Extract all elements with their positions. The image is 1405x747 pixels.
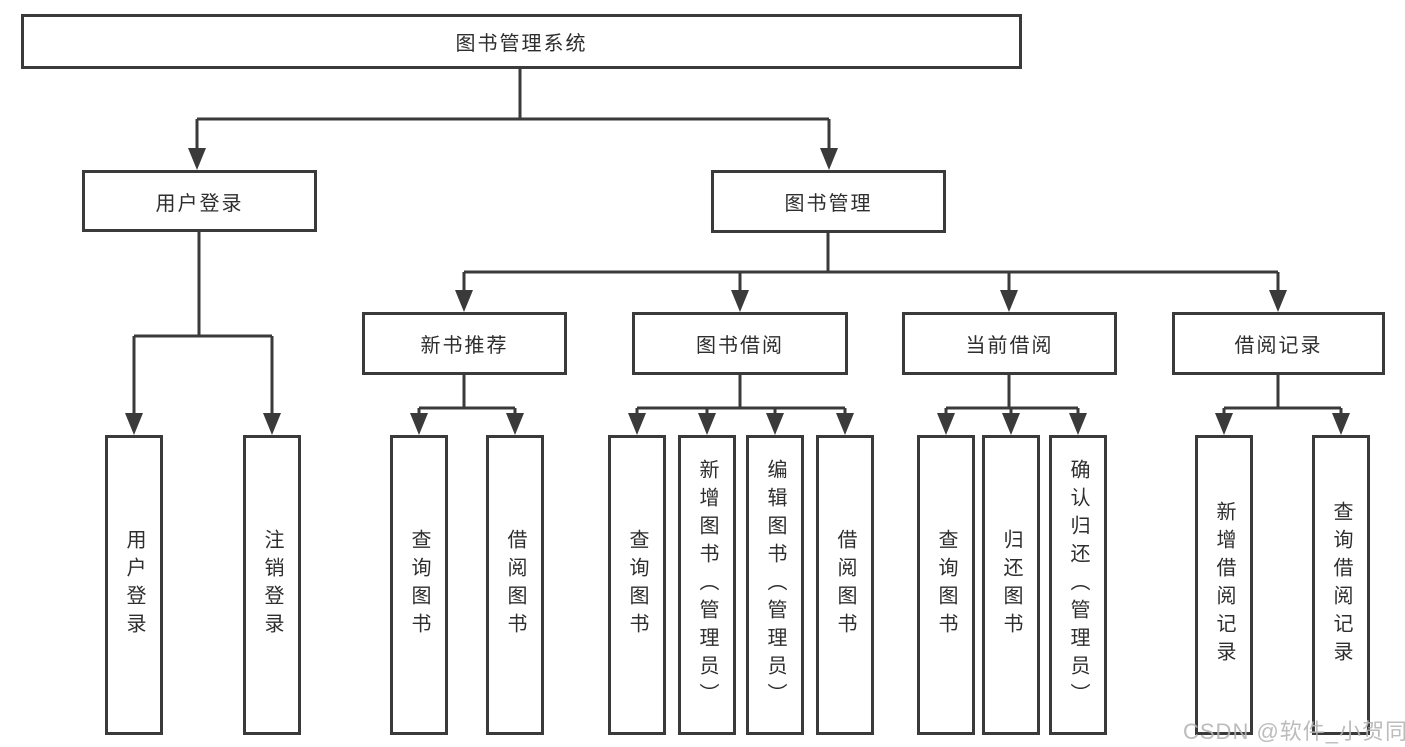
- leaf-query-borrow-record: 查询借阅记录: [1312, 435, 1370, 735]
- arrow-down-icon: [836, 413, 854, 435]
- node-root-library-system: 图书管理系统: [21, 14, 1022, 69]
- edge-book-borrow-to-leaves: [628, 375, 854, 435]
- node-label: 图书管理系统: [455, 33, 588, 55]
- leaf-add-books-admin: 新增图书（管理员）: [678, 435, 736, 735]
- node-label: 新增借阅记录: [1213, 501, 1235, 669]
- leaf-query-books-current: 查询图书: [917, 435, 975, 735]
- arrow-down-icon: [506, 413, 524, 435]
- arrow-down-icon: [125, 413, 143, 435]
- arrow-down-icon: [766, 413, 784, 435]
- arrow-down-icon: [1002, 413, 1020, 435]
- leaf-borrow-books-recommend: 借阅图书: [486, 435, 544, 735]
- edge-book-management-to-level3: [455, 233, 1287, 312]
- arrow-down-icon: [263, 413, 281, 435]
- leaf-user-login: 用户登录: [105, 435, 163, 735]
- node-label: 编辑图书（管理员）: [764, 459, 786, 711]
- node-label: 借阅记录: [1234, 335, 1323, 357]
- node-label: 用户登录: [155, 192, 244, 215]
- node-label: 查询图书: [626, 529, 648, 641]
- edge-user-login-to-leaves: [125, 232, 281, 435]
- leaf-return-books: 归还图书: [982, 435, 1040, 735]
- node-borrow-record: 借阅记录: [1172, 312, 1385, 375]
- node-label: 注销登录: [261, 529, 283, 641]
- arrow-down-icon: [1215, 413, 1233, 435]
- arrow-down-icon: [1332, 413, 1350, 435]
- arrow-down-icon: [1000, 290, 1018, 312]
- arrow-down-icon: [628, 413, 646, 435]
- leaf-logout: 注销登录: [243, 435, 301, 735]
- arrow-down-icon: [820, 148, 838, 170]
- leaf-confirm-return-admin: 确认归还（管理员）: [1049, 435, 1107, 735]
- arrow-down-icon: [410, 413, 428, 435]
- edge-borrow-record-to-leaves: [1215, 375, 1350, 435]
- edge-new-book-recommend-to-leaves: [410, 375, 524, 435]
- node-book-management: 图书管理: [711, 170, 946, 233]
- arrow-down-icon: [1269, 290, 1287, 312]
- arrow-down-icon: [937, 413, 955, 435]
- leaf-query-books-recommend: 查询图书: [390, 435, 448, 735]
- node-current-borrow: 当前借阅: [902, 312, 1117, 375]
- arrow-down-icon: [731, 290, 749, 312]
- node-label: 用户登录: [123, 529, 145, 641]
- node-label: 借阅图书: [504, 529, 526, 641]
- node-label: 归还图书: [1000, 529, 1022, 641]
- edge-root-to-level2: [188, 69, 838, 170]
- node-book-borrow: 图书借阅: [632, 312, 848, 375]
- arrow-down-icon: [188, 148, 206, 170]
- leaf-borrow-books: 借阅图书: [816, 435, 874, 735]
- csdn-watermark: CSDN @软件_小贺同学: [1183, 719, 1405, 744]
- node-label: 图书借阅: [696, 335, 784, 357]
- arrow-down-icon: [455, 290, 473, 312]
- node-label: 新增图书（管理员）: [696, 459, 718, 711]
- node-label: 借阅图书: [834, 529, 856, 641]
- edge-current-borrow-to-leaves: [937, 375, 1087, 435]
- node-label: 查询借阅记录: [1330, 501, 1352, 669]
- node-label: 新书推荐: [420, 335, 509, 357]
- leaf-query-books-borrow: 查询图书: [608, 435, 666, 735]
- node-label: 确认归还（管理员）: [1067, 459, 1089, 711]
- node-label: 查询图书: [935, 529, 957, 641]
- arrow-down-icon: [698, 413, 716, 435]
- node-label: 当前借阅: [965, 335, 1054, 357]
- node-user-login: 用户登录: [82, 170, 317, 232]
- node-new-book-recommend: 新书推荐: [362, 312, 567, 375]
- leaf-add-borrow-record: 新增借阅记录: [1195, 435, 1253, 735]
- leaf-edit-books-admin: 编辑图书（管理员）: [746, 435, 804, 735]
- node-label: 图书管理: [784, 193, 873, 215]
- node-label: 查询图书: [408, 529, 430, 641]
- arrow-down-icon: [1069, 413, 1087, 435]
